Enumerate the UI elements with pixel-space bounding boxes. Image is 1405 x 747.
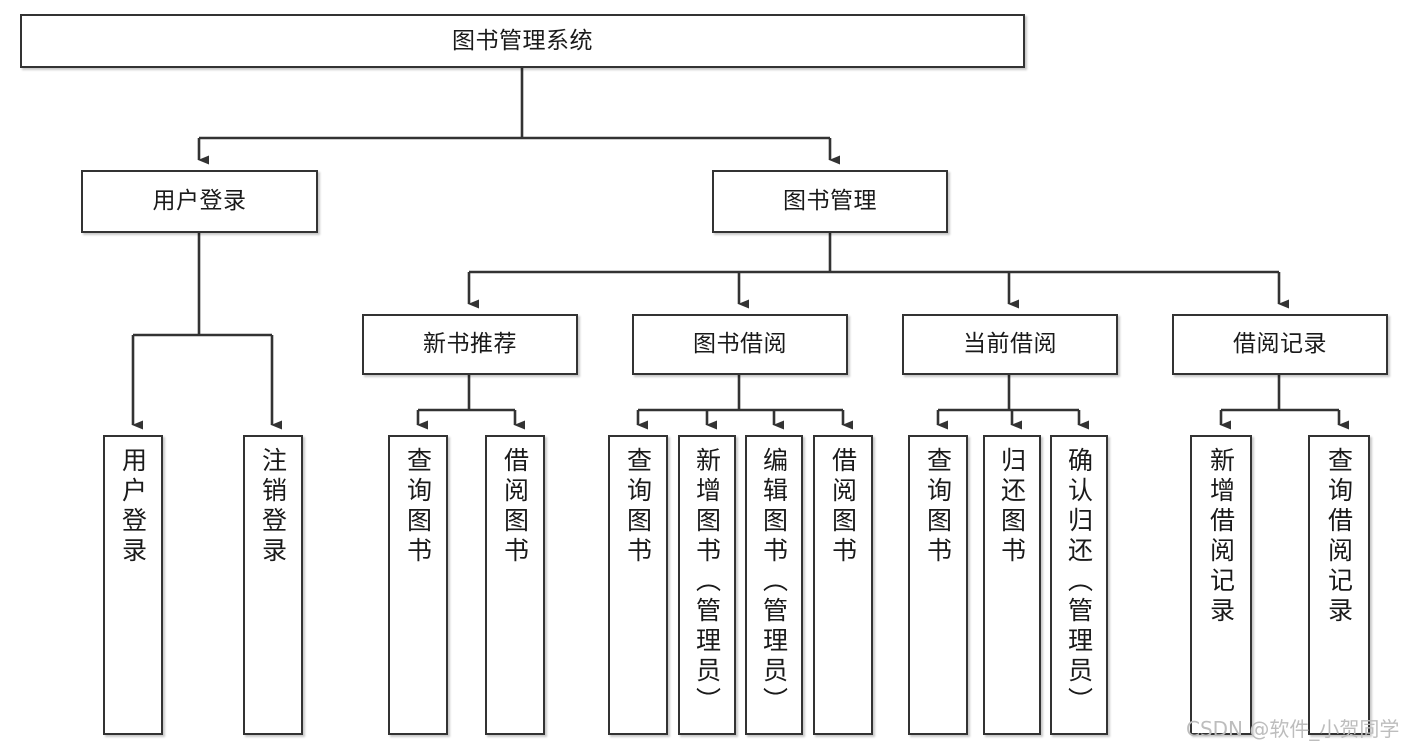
leaf-confirm-return-admin[interactable]: 确认归还（管理员） (1050, 435, 1108, 735)
node-label: 确认归还（管理员） (1064, 447, 1094, 717)
leaf-borrow-book-newbook[interactable]: 借阅图书 (485, 435, 545, 735)
leaf-query-borrow-record[interactable]: 查询借阅记录 (1308, 435, 1370, 735)
node-user-login[interactable]: 用户登录 (81, 170, 318, 233)
node-label: 新增图书（管理员） (692, 447, 722, 717)
leaf-query-book-borrow[interactable]: 查询图书 (608, 435, 668, 735)
leaf-edit-book-admin[interactable]: 编辑图书（管理员） (745, 435, 803, 735)
node-book-borrow[interactable]: 图书借阅 (632, 314, 848, 375)
watermark-text: CSDN @软件_小贺同学 (1186, 717, 1400, 741)
node-root-system[interactable]: 图书管理系统 (20, 14, 1025, 68)
leaf-return-book[interactable]: 归还图书 (983, 435, 1041, 735)
node-label: 图书管理 (783, 188, 877, 214)
node-label: 图书借阅 (693, 331, 787, 357)
node-borrow-record[interactable]: 借阅记录 (1172, 314, 1388, 375)
node-label: 编辑图书（管理员） (759, 447, 789, 717)
node-label: 查询图书 (623, 447, 653, 567)
node-label: 查询图书 (923, 447, 953, 567)
node-label: 借阅记录 (1233, 331, 1327, 357)
node-label: 查询图书 (403, 447, 433, 567)
leaf-borrow-book[interactable]: 借阅图书 (813, 435, 873, 735)
node-label: 归还图书 (997, 447, 1027, 567)
leaf-query-book-newbook[interactable]: 查询图书 (388, 435, 448, 735)
node-label: 借阅图书 (828, 447, 858, 567)
leaf-user-login[interactable]: 用户登录 (103, 435, 163, 735)
node-label: 用户登录 (118, 447, 148, 567)
leaf-add-book-admin[interactable]: 新增图书（管理员） (678, 435, 736, 735)
leaf-query-book-current[interactable]: 查询图书 (908, 435, 968, 735)
node-label: 借阅图书 (500, 447, 530, 567)
node-label: 新增借阅记录 (1206, 447, 1236, 627)
node-current-borrow[interactable]: 当前借阅 (902, 314, 1118, 375)
leaf-logout[interactable]: 注销登录 (243, 435, 303, 735)
node-label: 新书推荐 (423, 331, 517, 357)
leaf-add-borrow-record[interactable]: 新增借阅记录 (1190, 435, 1252, 735)
node-label: 注销登录 (258, 447, 288, 567)
node-label: 图书管理系统 (452, 27, 593, 54)
node-label: 当前借阅 (963, 331, 1057, 357)
node-label: 用户登录 (152, 188, 247, 214)
node-label: 查询借阅记录 (1324, 447, 1354, 627)
node-book-management[interactable]: 图书管理 (712, 170, 948, 233)
node-new-book-recommend[interactable]: 新书推荐 (362, 314, 578, 375)
